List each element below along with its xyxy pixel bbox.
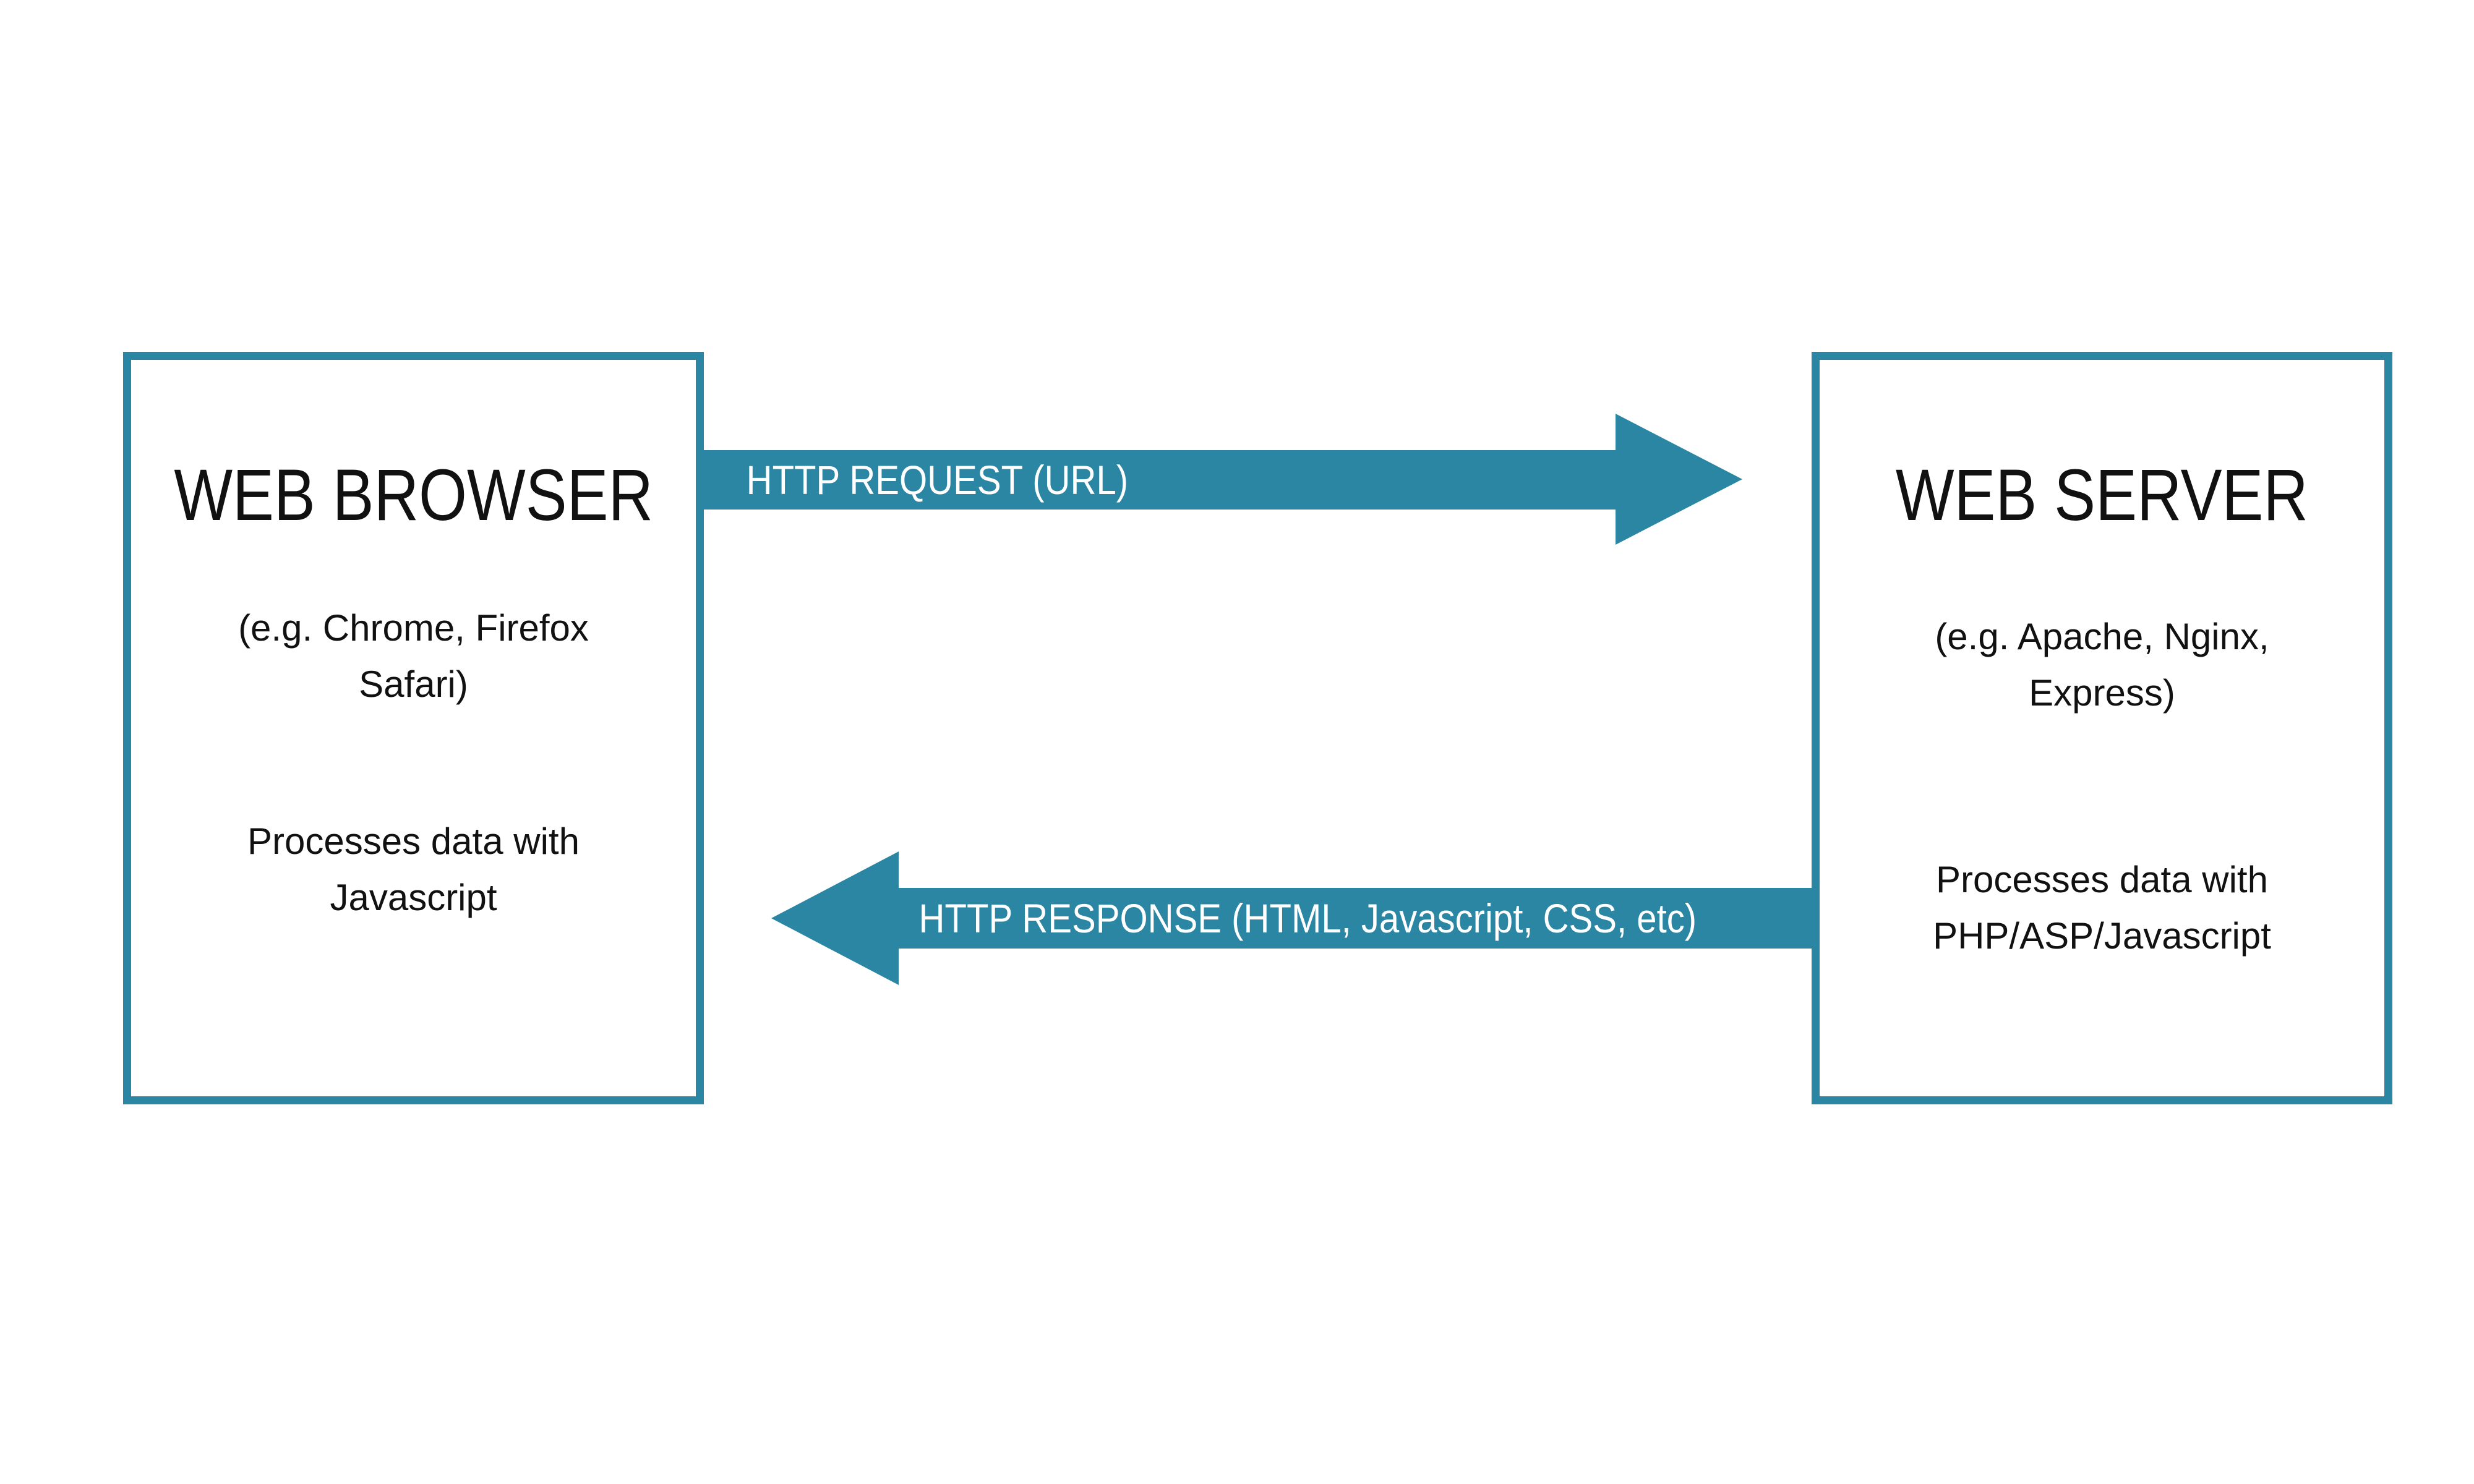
web-browser-subtitle-line1: (e.g. Chrome, Firefox xyxy=(238,607,589,649)
web-server-subtitle: (e.g. Apache, Nginx, Express) xyxy=(1820,608,2384,721)
web-browser-box: WEB BROWSER (e.g. Chrome, Firefox Safari… xyxy=(123,352,704,1104)
web-browser-title: WEB BROWSER xyxy=(131,459,696,532)
http-request-arrow-label: HTTP REQUEST (URL) xyxy=(746,457,1129,503)
http-response-arrow-shaft: HTTP RESPONSE (HTML, Javascript, CSS, et… xyxy=(899,888,1812,949)
web-browser-body-line1: Processes data with xyxy=(247,821,580,862)
web-server-subtitle-line2: Express) xyxy=(2029,672,2175,714)
http-request-arrowhead-right-icon xyxy=(1616,414,1742,545)
web-browser-body-line2: Javascript xyxy=(330,877,497,918)
web-browser-title-text: WEB BROWSER xyxy=(174,454,653,536)
http-response-arrowhead-left-icon xyxy=(771,851,899,985)
web-browser-body: Processes data with Javascript xyxy=(131,813,696,926)
web-server-title-text: WEB SERVER xyxy=(1895,454,2308,536)
web-server-body: Processes data with PHP/ASP/Javascript xyxy=(1820,851,2384,964)
web-server-box: WEB SERVER (e.g. Apache, Nginx, Express)… xyxy=(1812,352,2392,1104)
http-request-arrow-shaft: HTTP REQUEST (URL) xyxy=(704,450,1616,510)
web-browser-subtitle: (e.g. Chrome, Firefox Safari) xyxy=(131,600,696,712)
web-browser-subtitle-line2: Safari) xyxy=(359,663,468,705)
web-server-body-line2: PHP/ASP/Javascript xyxy=(1933,915,2271,957)
web-server-title: WEB SERVER xyxy=(1820,459,2384,532)
web-server-body-line1: Processes data with xyxy=(1936,859,2268,900)
web-server-subtitle-line1: (e.g. Apache, Nginx, xyxy=(1935,616,2269,657)
http-response-arrow-label: HTTP RESPONSE (HTML, Javascript, CSS, et… xyxy=(918,895,1697,941)
